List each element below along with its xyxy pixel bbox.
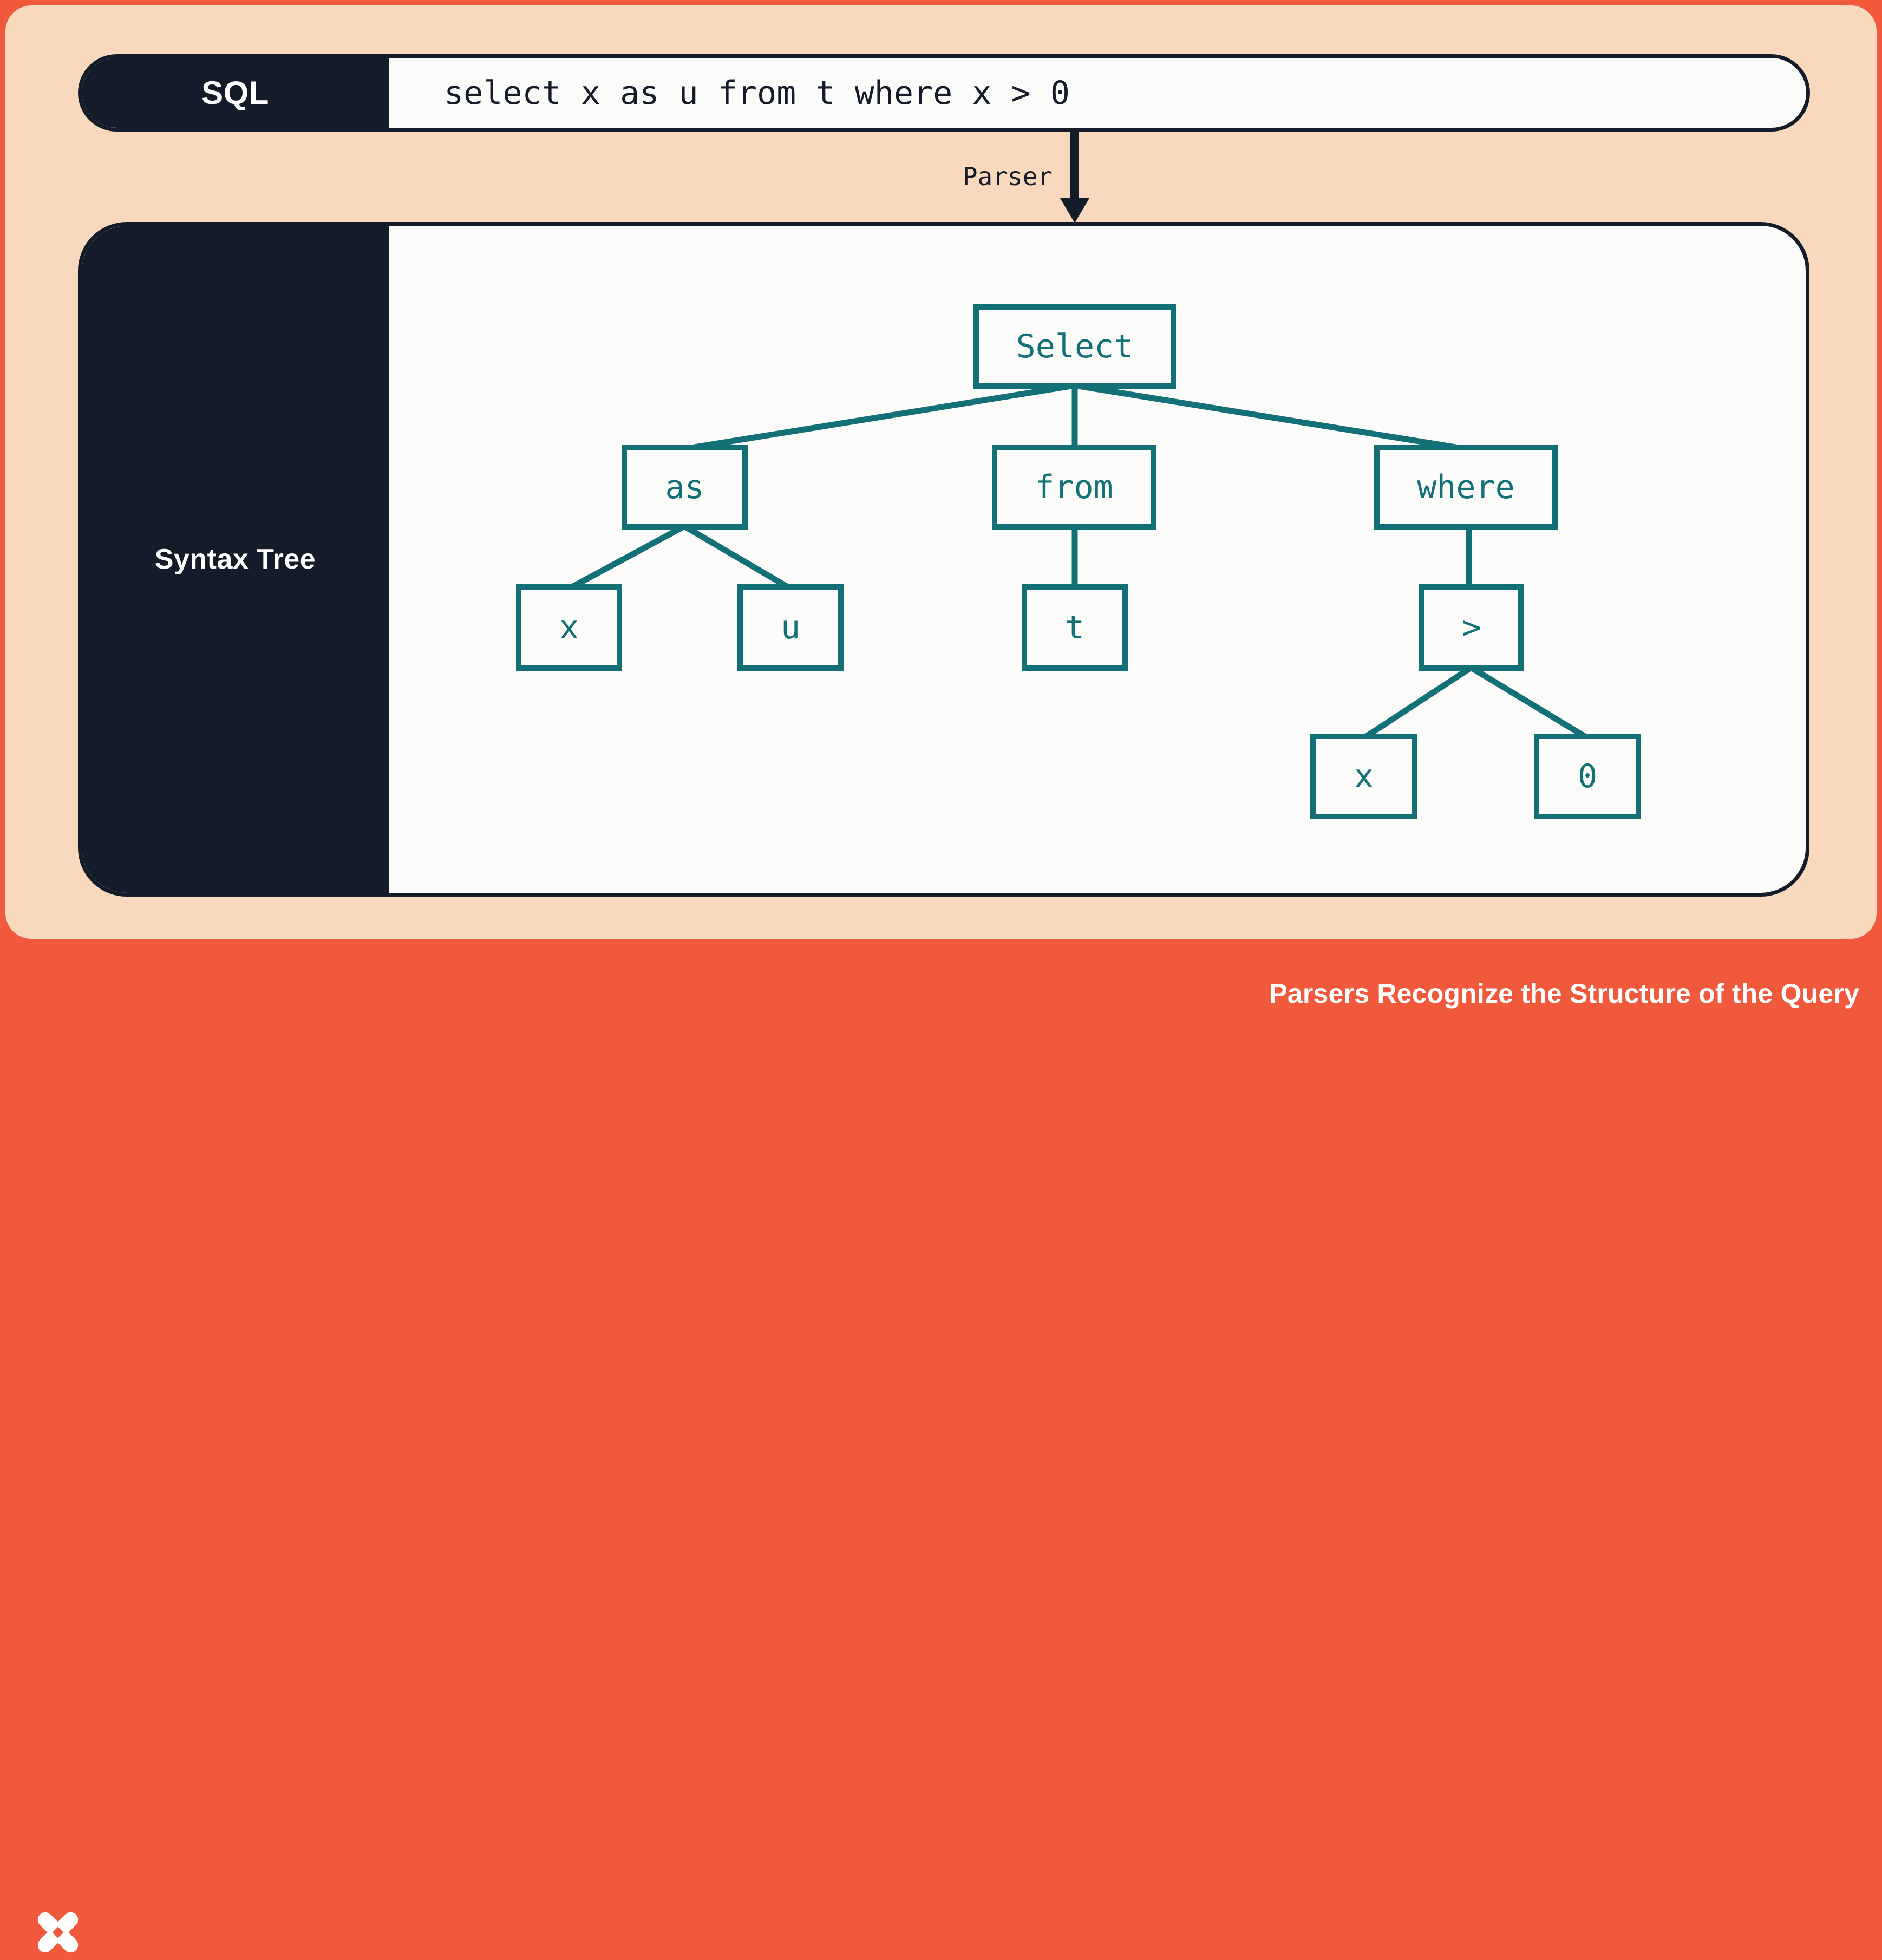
sql-bar-label-badge: SQL — [82, 58, 389, 128]
sql-bar-label: SQL — [201, 75, 269, 111]
tree-node-zero: 0 — [1534, 734, 1641, 819]
footer-bar: Parsers Recognize the Structure of the Q… — [0, 939, 1882, 1953]
tree-node-t: t — [1022, 584, 1128, 671]
tree-node-x-alias: x — [516, 584, 622, 671]
syntax-tree-label-strip: Syntax Tree — [82, 226, 389, 893]
parser-arrowhead-icon — [1060, 198, 1089, 223]
tree-node-select: Select — [973, 304, 1176, 389]
dolt-logo-icon — [37, 1912, 79, 1953]
tree-node-greater-than: > — [1419, 584, 1524, 671]
tree-node-from: from — [992, 445, 1156, 530]
sql-bar: SQL select x as u from t where x > 0 — [78, 54, 1810, 132]
footer-title: Parsers Recognize the Structure of the Q… — [1269, 978, 1859, 1009]
parser-label: Parser — [962, 162, 1053, 191]
tree-node-where: where — [1374, 445, 1558, 530]
parser-arrow-line — [1070, 132, 1079, 200]
tree-node-as: as — [622, 445, 748, 530]
syntax-tree-label: Syntax Tree — [154, 544, 316, 575]
sql-query-text: select x as u from t where x > 0 — [444, 74, 1070, 112]
syntax-tree-panel: Syntax Tree — [78, 222, 1809, 897]
tree-node-x-operand: x — [1310, 734, 1417, 819]
tree-node-u: u — [737, 584, 844, 671]
